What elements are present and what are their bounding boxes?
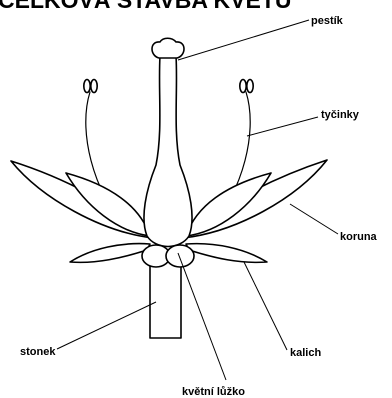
sepal-left xyxy=(70,244,150,263)
label-tycinky: tyčinky xyxy=(321,109,360,121)
pistil-shape xyxy=(144,56,192,247)
stigma-shape xyxy=(152,38,184,58)
leader-line-kvetni-luzko xyxy=(178,253,226,380)
leader-line-pestik xyxy=(178,20,309,60)
stem-shape xyxy=(150,262,181,338)
diagram-title: CELKOVÁ STAVBA KVĚTU xyxy=(0,0,291,13)
leader-line-koruna xyxy=(290,204,338,234)
label-kvetni-luzko: květní lůžko xyxy=(182,386,245,398)
label-stonek: stonek xyxy=(20,346,56,358)
anther-right xyxy=(240,80,253,93)
anther-left xyxy=(84,80,97,93)
label-koruna: koruna xyxy=(340,231,378,243)
leader-line-tycinky xyxy=(247,117,318,136)
leader-line-kalich xyxy=(244,262,287,350)
sepal-right xyxy=(186,244,267,263)
label-pestik: pestík xyxy=(311,15,344,27)
label-kalich: kalich xyxy=(290,347,321,359)
leader-line-stonek xyxy=(57,302,156,349)
